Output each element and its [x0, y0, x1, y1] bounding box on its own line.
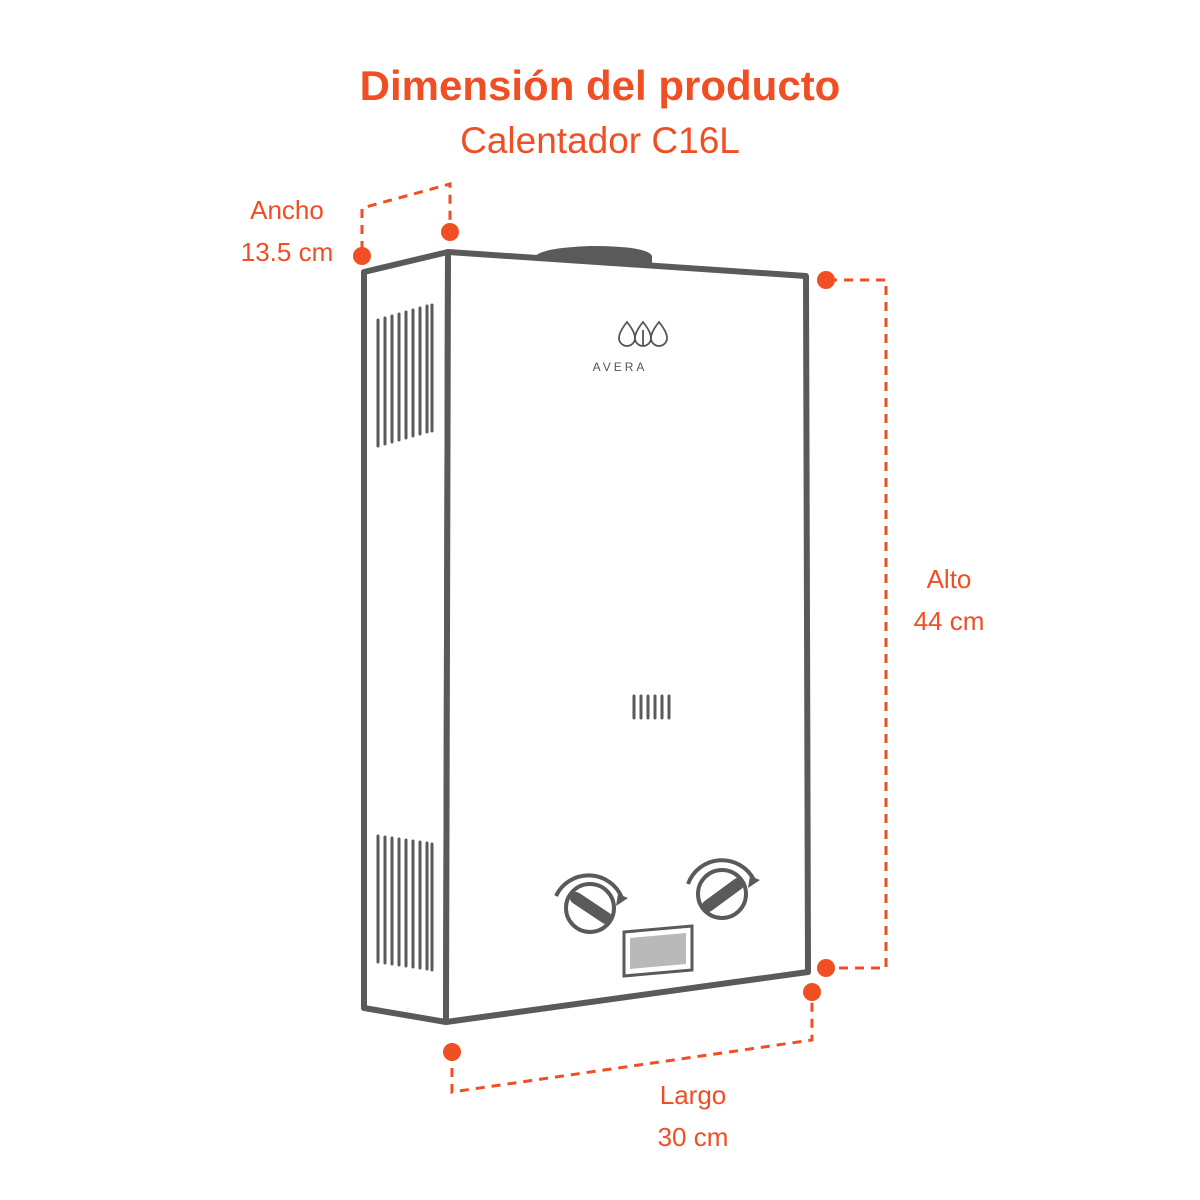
- dimension-lines: [360, 182, 888, 1094]
- ancho-label-name: Ancho: [250, 195, 324, 225]
- largo-label-value: 30 cm: [657, 1122, 729, 1152]
- largo-label: Largo 30 cm: [628, 1074, 758, 1158]
- dimension-endpoints: [353, 223, 835, 1061]
- largo-endpoint-left: [443, 1043, 461, 1061]
- alto-label: Alto 44 cm: [884, 558, 1014, 642]
- ancho-dimension-line: [360, 182, 452, 250]
- left-knob-icon: [554, 873, 628, 934]
- display-window-icon: [622, 924, 694, 978]
- water-drops-logo-icon: [618, 320, 668, 347]
- front-panel: [443, 249, 811, 1025]
- alto-endpoint-bottom: [817, 959, 835, 977]
- ancho-endpoint-left: [353, 247, 371, 265]
- alto-label-value: 44 cm: [913, 606, 985, 636]
- front-center-vent: [632, 694, 671, 720]
- side-vents-top: [376, 303, 434, 448]
- ancho-label: Ancho 13.5 cm: [222, 189, 352, 273]
- brand-name: AVERA: [592, 360, 648, 374]
- largo-label-name: Largo: [659, 1080, 727, 1110]
- largo-endpoint-right: [803, 983, 821, 1001]
- product-subtitle: Calentador C16L: [460, 120, 740, 161]
- alto-dimension-line: [828, 278, 888, 970]
- ancho-endpoint-right: [441, 223, 459, 241]
- alto-label-name: Alto: [926, 564, 972, 594]
- right-knob-icon: [686, 858, 760, 920]
- ancho-label-value: 13.5 cm: [240, 237, 334, 267]
- alto-endpoint-top: [817, 271, 835, 289]
- page-title: Dimensión del producto: [359, 62, 841, 109]
- side-vents-bottom: [376, 834, 434, 972]
- largo-dimension-line: [450, 994, 814, 1094]
